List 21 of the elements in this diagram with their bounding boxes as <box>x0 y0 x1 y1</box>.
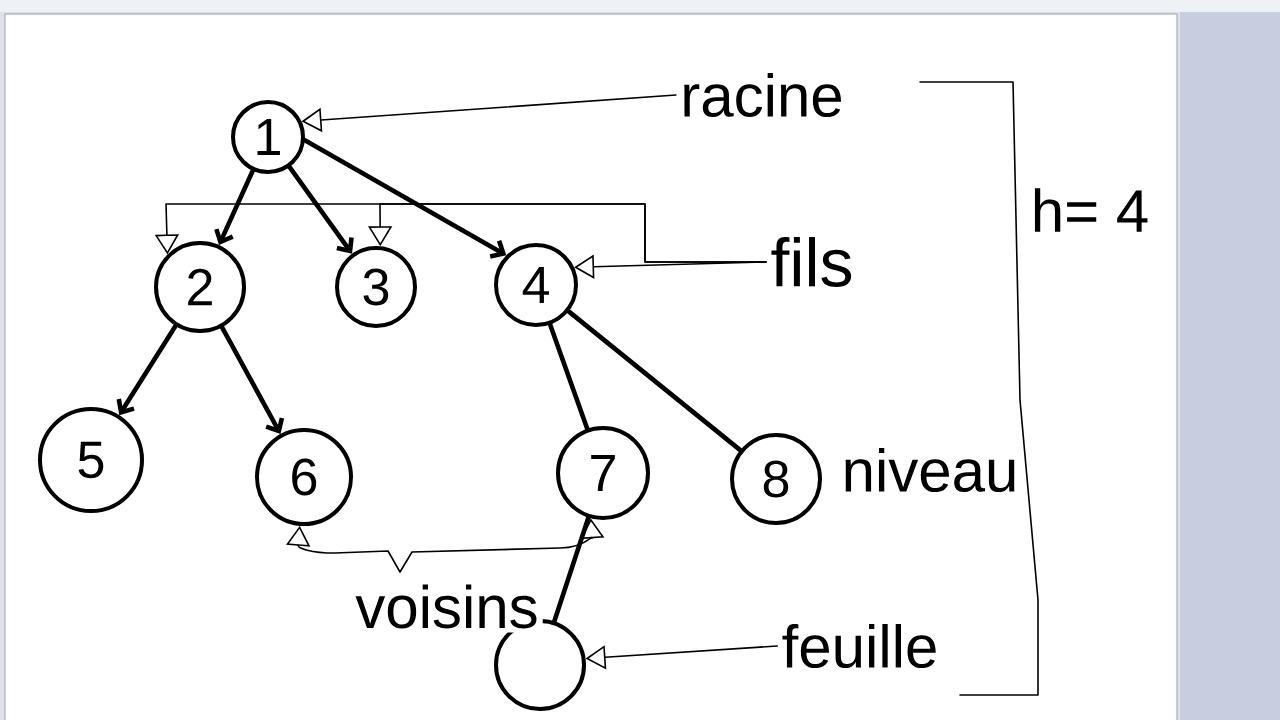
tree-node: 5 <box>38 407 144 513</box>
tree-node: 2 <box>154 241 246 333</box>
arrow <box>302 137 507 259</box>
tree-node: 7 <box>556 426 650 520</box>
connector-line <box>566 309 743 453</box>
connector-line <box>552 515 591 624</box>
annotation-label: h= 4 <box>1034 188 1148 232</box>
annotation-label: fils <box>771 237 852 287</box>
tree-node: 4 <box>494 243 578 327</box>
connector-line <box>547 322 590 432</box>
annotation-label: feuille <box>782 624 936 669</box>
annotation-label: racine <box>684 73 841 118</box>
tree-node: 8 <box>730 433 822 525</box>
tree-node: 3 <box>335 246 417 328</box>
arrow <box>287 164 354 254</box>
edge-label: voisins <box>351 580 543 633</box>
tree-node: 6 <box>255 428 353 526</box>
tree-node: 1 <box>231 100 305 174</box>
arrow <box>116 323 178 416</box>
arrow <box>214 168 256 246</box>
arrow <box>219 325 285 435</box>
